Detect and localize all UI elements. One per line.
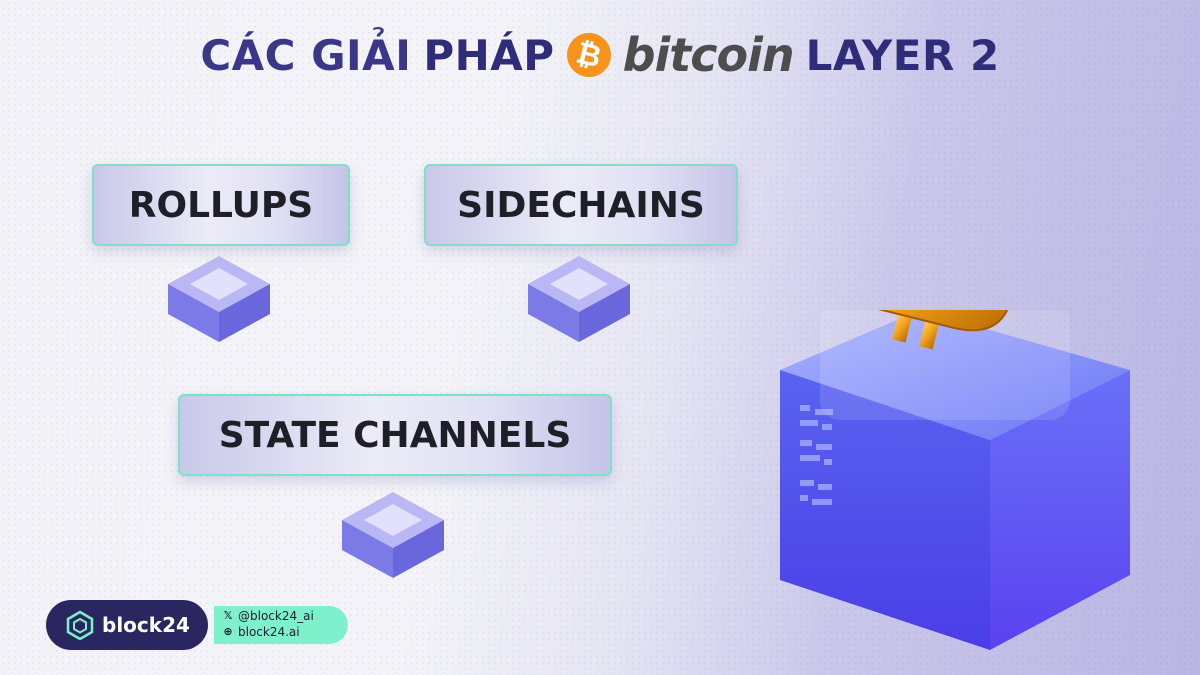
bitcoin-coin-icon: ₿ <box>561 28 616 82</box>
block24-logo: block24 <box>46 600 208 650</box>
footer-brand: 𝕏 @block24_ai ⊕ block24.ai block24 <box>46 600 348 650</box>
page-title: CÁC GIẢI PHÁP ₿ bitcoin LAYER 2 <box>0 28 1200 82</box>
bitcoin-wordmark: bitcoin <box>622 28 795 82</box>
globe-icon: ⊕ <box>223 625 233 638</box>
social-links: 𝕏 @block24_ai ⊕ block24.ai <box>214 606 348 644</box>
website-link: block24.ai <box>238 625 300 639</box>
x-logo-icon: 𝕏 <box>223 609 233 622</box>
website-row[interactable]: ⊕ block24.ai <box>222 624 348 640</box>
x-handle-row[interactable]: 𝕏 @block24_ai <box>222 608 348 624</box>
title-suffix: LAYER 2 <box>805 30 1000 80</box>
title-prefix-1: CÁC GIẢI <box>200 30 412 80</box>
pill-state-channels: STATE CHANNELS <box>178 394 612 476</box>
pill-sidechains: SIDECHAINS <box>424 164 738 246</box>
pill-label: ROLLUPS <box>128 184 314 226</box>
small-cube-icon <box>528 256 630 342</box>
cube-logo-icon <box>66 610 94 640</box>
bitcoin-cube-illustration <box>780 310 1130 650</box>
x-handle: @block24_ai <box>238 609 314 623</box>
small-cube-icon <box>342 492 444 578</box>
logo-text: block24 <box>102 613 190 637</box>
small-cube-icon <box>168 256 270 342</box>
pill-label: STATE CHANNELS <box>218 414 572 456</box>
title-prefix-2: PHÁP <box>423 30 555 80</box>
pill-label: SIDECHAINS <box>457 184 705 226</box>
pill-rollups: ROLLUPS <box>92 164 350 246</box>
